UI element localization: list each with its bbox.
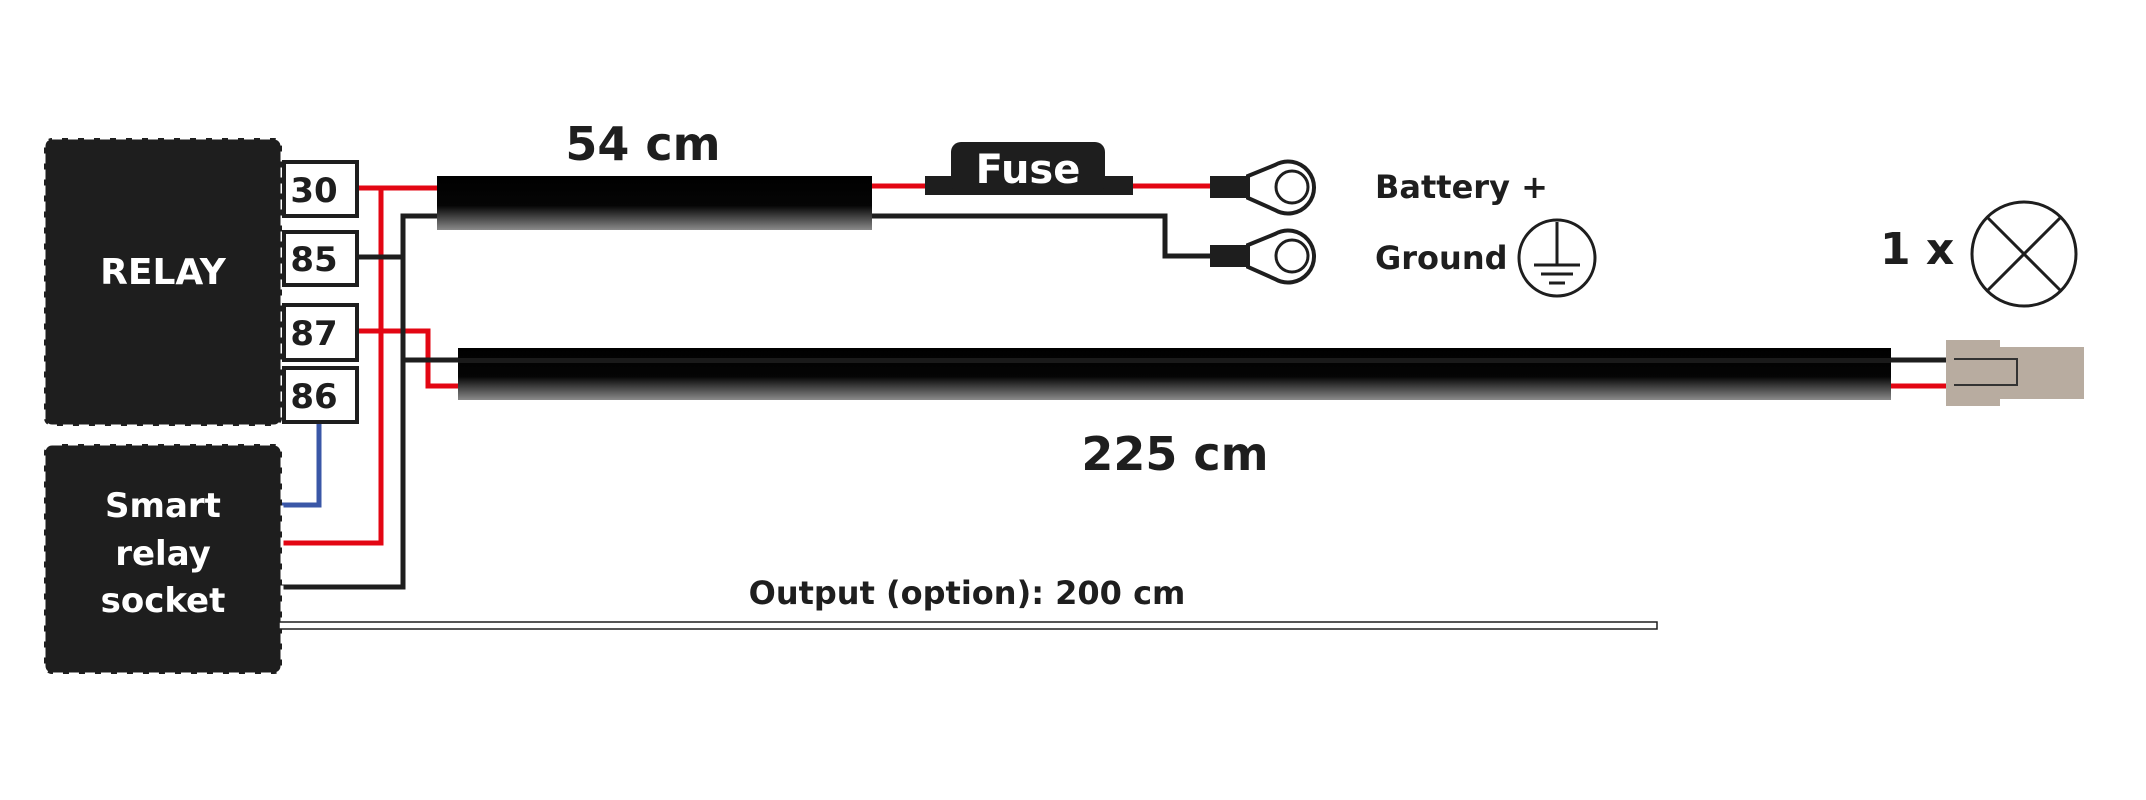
black-wire-ground-ring [872, 213, 1215, 259]
terminal-85: 85 [282, 230, 359, 287]
ground-symbol-icon [1517, 218, 1597, 298]
blue-wire-86 [282, 422, 322, 508]
cable-long-length: 225 cm [1081, 427, 1268, 481]
battery-label: Battery + [1375, 168, 1548, 206]
svg-text:30: 30 [290, 171, 337, 211]
ring-terminal-battery [1210, 159, 1317, 216]
svg-text:relay: relay [115, 534, 211, 574]
lamp-count: 1 x [1880, 224, 1954, 275]
black-wire-ground [282, 213, 437, 590]
terminal-87: 87 [282, 303, 359, 362]
fuse-label: Fuse [976, 147, 1081, 193]
cable-54cm: 54 cm [437, 117, 872, 230]
ground-label: Ground [1375, 239, 1508, 277]
output-label: Output (option): 200 cm [749, 574, 1186, 612]
relay: RELAY 30 85 87 86 [42, 136, 359, 428]
svg-text:85: 85 [290, 240, 337, 280]
cable-225cm: 225 cm [458, 348, 1891, 481]
ring-terminal-ground [1210, 228, 1317, 285]
svg-text:86: 86 [290, 377, 337, 417]
svg-text:socket: socket [101, 581, 226, 621]
terminal-30: 30 [282, 160, 359, 218]
wires [282, 183, 1950, 590]
relay-label: RELAY [100, 252, 227, 293]
cable-short-length: 54 cm [565, 117, 720, 171]
lamp-icon [1970, 200, 2078, 308]
terminal-86: 86 [282, 366, 359, 424]
svg-text:Smart: Smart [105, 486, 221, 526]
lamp-connector [1946, 340, 2084, 406]
smart-relay-socket: Smart relay socket [42, 442, 284, 676]
fuse: Fuse [925, 142, 1133, 195]
red-wire-socket [282, 188, 384, 546]
output-option: Output (option): 200 cm [278, 574, 1658, 630]
svg-text:87: 87 [290, 314, 337, 354]
